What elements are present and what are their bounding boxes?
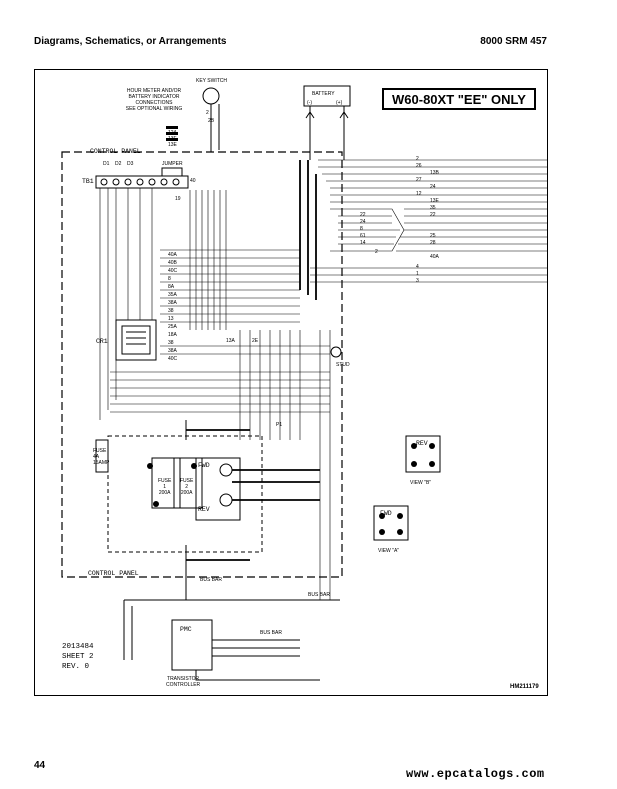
wire-label: 13B — [430, 170, 439, 176]
contactor-terminals — [147, 443, 435, 535]
battery-symbol — [303, 85, 351, 160]
wire-label: 2 — [206, 110, 209, 116]
wire-label: 13E — [430, 198, 439, 204]
transistor-controller-label: TRANSISTOR CONTROLLER — [166, 676, 201, 688]
power-cables — [186, 429, 320, 561]
wire-label: 24 — [430, 184, 436, 190]
tb1-label: TB1 — [82, 178, 94, 185]
key-switch-label: KEY SWITCH — [196, 78, 228, 84]
wire-label: P1 — [276, 422, 283, 428]
wire-label: 35A — [168, 292, 177, 298]
wire-label: 8 — [360, 226, 363, 232]
wire-label: 61 — [360, 233, 366, 239]
wire-label: 2 — [416, 156, 419, 162]
bus-bar-label-3: BUS BAR — [260, 630, 282, 636]
wire-label: 40 — [190, 178, 196, 184]
wire-label: 40C — [168, 356, 178, 362]
fuse-small-label: FUSE 4A 15AMP — [93, 448, 110, 466]
model-title: W60-80XT "EE" ONLY — [382, 88, 536, 110]
wire-label: 1 — [416, 271, 419, 277]
wire-label: 8A — [168, 284, 175, 290]
wire-label: 4 — [416, 264, 419, 270]
wire-bundle — [99, 188, 331, 600]
wire-label: 27 — [416, 177, 422, 183]
wire-label: 13E — [168, 142, 177, 148]
wire-label: 22 — [430, 212, 436, 218]
stud-symbol — [330, 346, 342, 358]
view-a-fwd-label: FWD — [380, 510, 392, 517]
website-watermark[interactable]: www.epcatalogs.com — [406, 767, 545, 781]
terminal-block — [95, 167, 189, 189]
control-panel-bottom-label: CONTROL PANEL — [88, 570, 139, 577]
diode-d2: D2 — [115, 161, 122, 167]
jumper-label: JUMPER — [162, 161, 183, 167]
wire-label: 19 — [175, 196, 181, 202]
power-section — [95, 420, 263, 600]
wire-label: 12 — [416, 191, 422, 197]
wire-label: 38A — [168, 300, 177, 306]
view-a-label: VIEW "A" — [378, 548, 400, 554]
manual-code: 8000 SRM 457 — [480, 36, 547, 47]
battery-label: BATTERY — [312, 91, 335, 97]
view-b-label: VIEW "B" — [410, 480, 432, 486]
control-panel-boundary — [61, 151, 343, 578]
wire-label: 28 — [430, 240, 436, 246]
wire-label: 25A — [168, 324, 177, 330]
hour-meter-note: HOUR METER AND/OR BATTERY INDICATOR CONN… — [125, 88, 183, 112]
control-panel-label: CONTROL PANEL — [90, 148, 141, 155]
hour-meter-connectors — [166, 126, 178, 141]
fwd-label: FWD — [198, 462, 210, 469]
wire-label: 3 — [416, 278, 419, 284]
wire-label: 35 — [430, 205, 436, 211]
pmc-label: PMC — [180, 626, 192, 633]
wire-label: 13 — [168, 316, 174, 322]
wire-label: 22 — [360, 212, 366, 218]
wire-label: 38 — [168, 308, 174, 314]
wire-label: 14 — [360, 240, 366, 246]
harness-heavy-lines — [299, 160, 317, 300]
wire-label: 12A — [168, 130, 177, 136]
wire-label: 2E — [252, 338, 259, 344]
key-switch-symbol — [202, 87, 220, 152]
wire-label: 38 — [168, 340, 174, 346]
wire-label: 40A — [168, 252, 177, 258]
diode-d1: D1 — [103, 161, 110, 167]
wire-label: 38A — [168, 348, 177, 354]
harness-lines — [310, 159, 548, 283]
wire-label: 8 — [168, 276, 171, 282]
wire-label: 24 — [360, 219, 366, 225]
battery-pos: (+) — [336, 100, 343, 106]
page-number: 44 — [34, 760, 46, 771]
bus-bar-label: BUS BAR — [200, 577, 222, 583]
wire-label: 26 — [416, 163, 422, 169]
fuse1-label: FUSE 1 200A — [158, 478, 172, 496]
transistor-controller-symbol — [123, 599, 340, 681]
wire-label: 40A — [430, 254, 439, 260]
section-title: Diagrams, Schematics, or Arrangements — [34, 36, 227, 47]
diagram-frame — [34, 69, 548, 696]
wire-label: 25 — [430, 233, 436, 239]
wire-label: 13A — [226, 338, 235, 344]
stud-label: STUD — [336, 362, 350, 368]
wire-label: 13F — [168, 136, 177, 142]
contactor-views — [373, 435, 441, 541]
fuse2-label: FUSE 2 200A — [180, 478, 194, 496]
cr1-relay — [115, 319, 157, 361]
cr1-label: CR1 — [96, 338, 108, 345]
rev-label: REV — [198, 506, 210, 513]
wire-label: 40B — [168, 260, 177, 266]
figure-id: HM211179 — [510, 684, 539, 690]
drawing-number: 2013484 SHEET 2 REV. 0 — [62, 643, 94, 671]
view-b-rev-label: REV — [416, 440, 428, 447]
wire-label: 18A — [168, 332, 177, 338]
wire-label: 2 — [375, 249, 378, 255]
bus-bar-label-2: BUS BAR — [308, 592, 330, 598]
diode-d3: D3 — [127, 161, 134, 167]
wire-label: 2B — [208, 118, 215, 124]
battery-neg: (-) — [307, 100, 312, 106]
wire-label: 40C — [168, 268, 178, 274]
